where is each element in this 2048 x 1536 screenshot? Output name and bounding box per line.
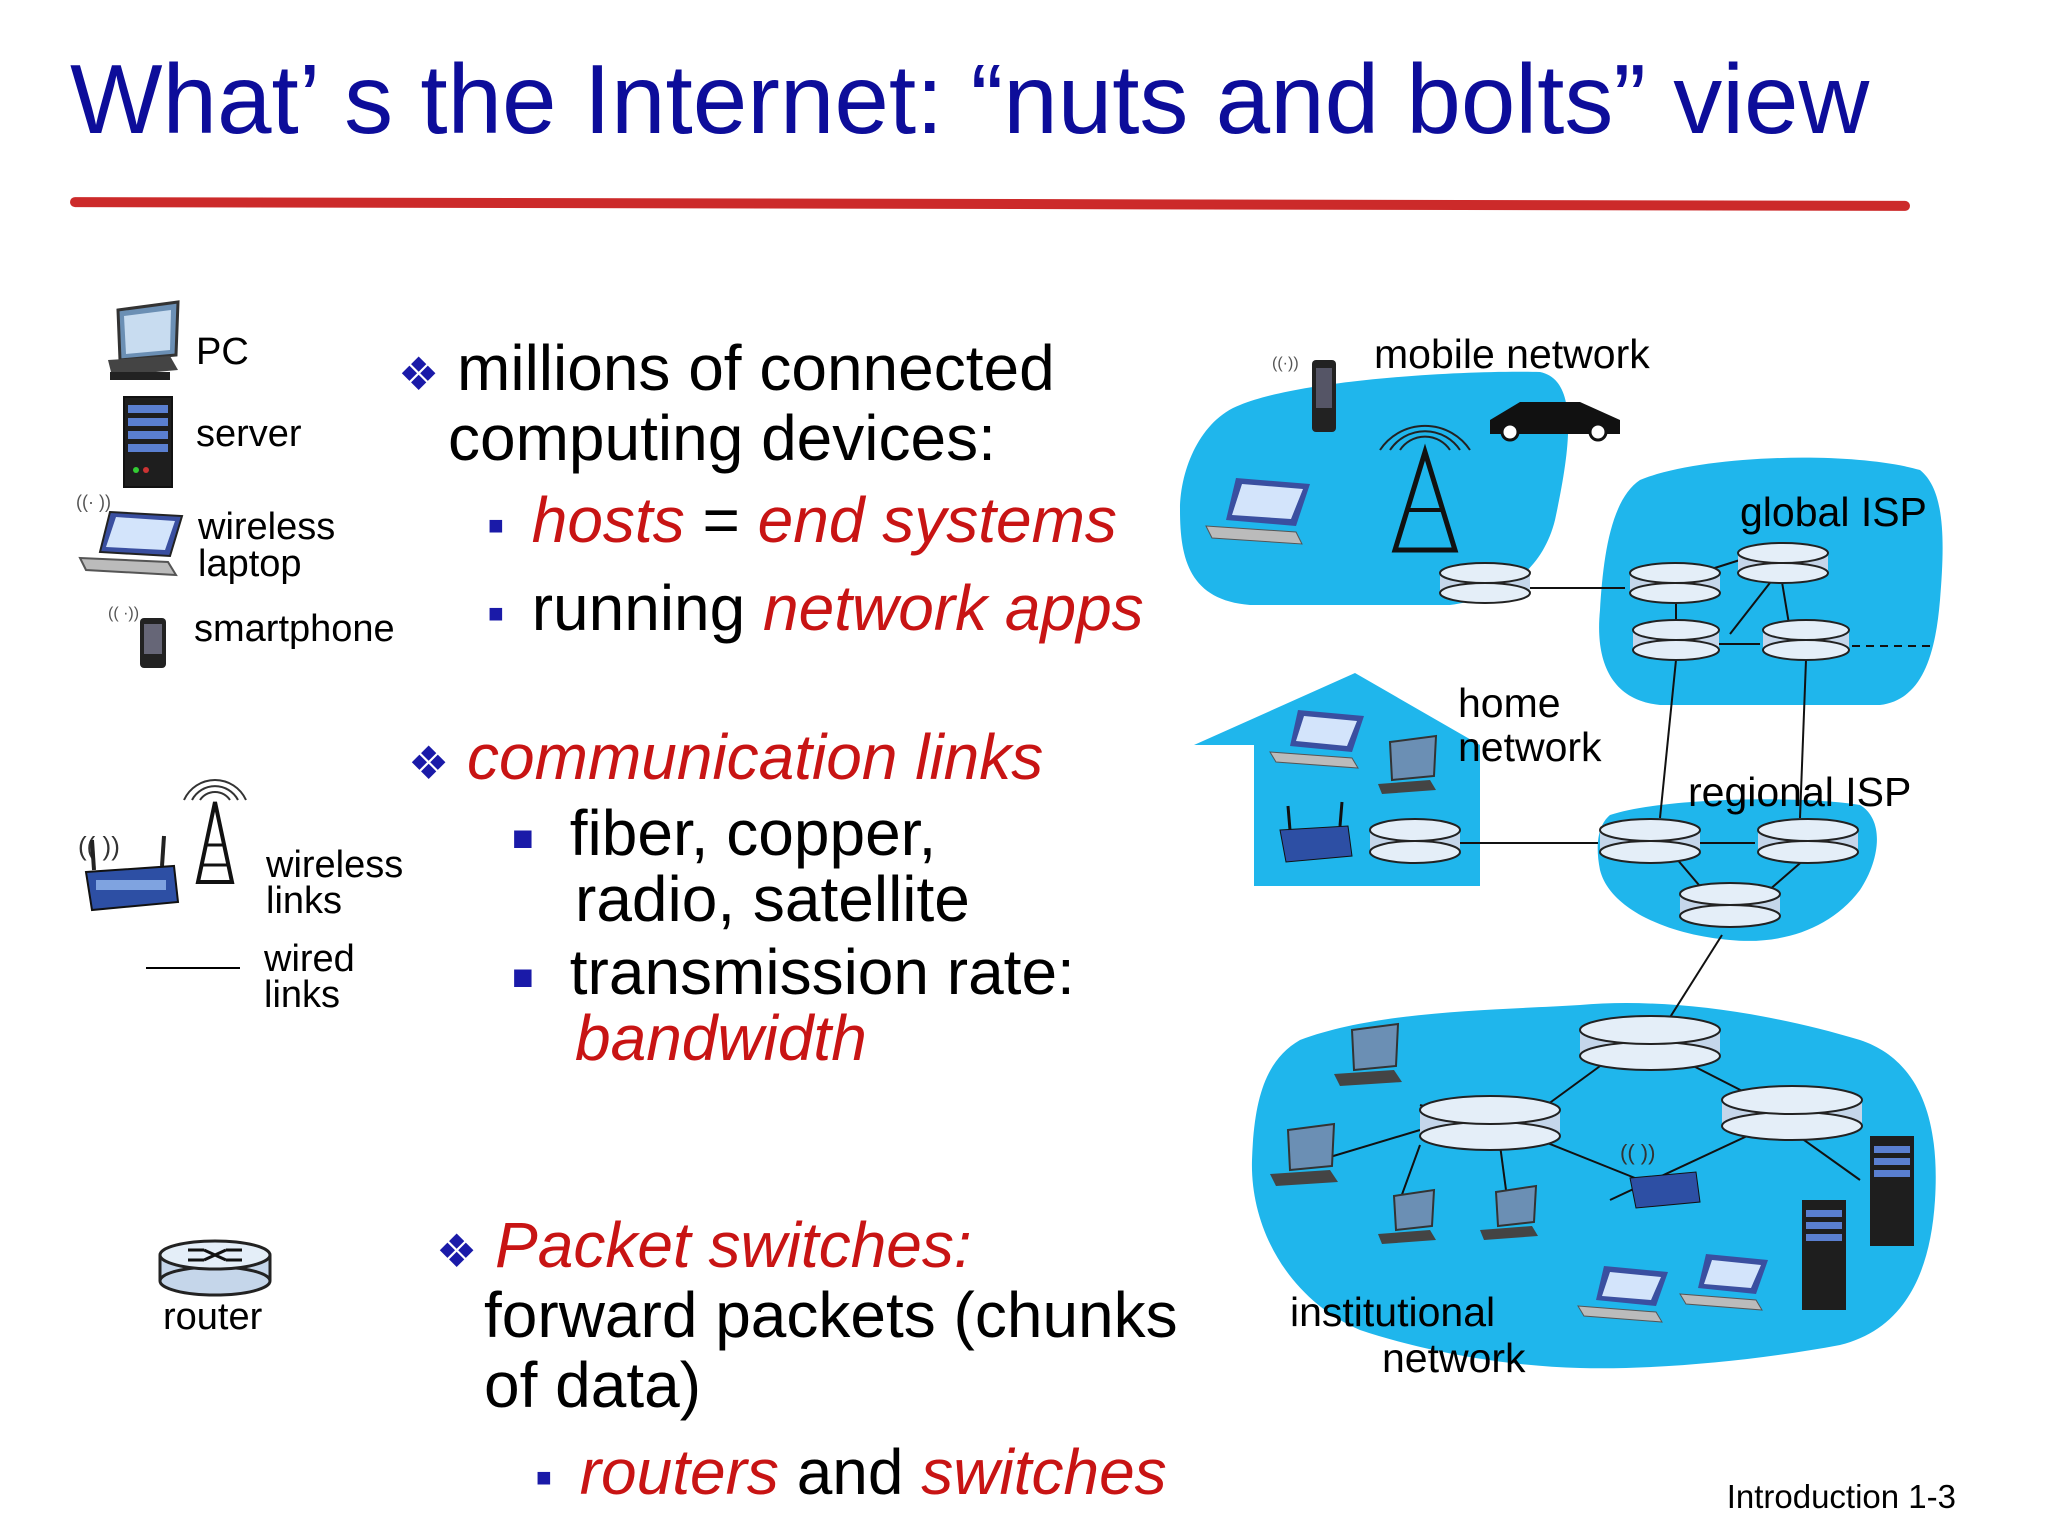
wireless-router-icon: (( )) — [1620, 1140, 1701, 1209]
legend-wireless-laptop-label-1: wireless — [198, 506, 336, 548]
legend-wired-links-label-1: wired — [264, 938, 355, 980]
phone-icon: ((·)) — [1272, 355, 1336, 432]
svg-text:(( )): (( )) — [78, 831, 120, 861]
server-icon — [1870, 1136, 1914, 1246]
subbullet-routers: ■routers and switches — [536, 1436, 1167, 1508]
diamond-bullet-icon: ❖ — [398, 348, 440, 400]
router-icon — [1599, 818, 1701, 864]
wireless-router-icon — [1279, 801, 1353, 863]
square-bullet-icon: ■ — [536, 1462, 552, 1493]
router-icon — [1369, 818, 1461, 864]
router-icon — [158, 1239, 272, 1297]
regional-isp-label: regional ISP — [1688, 769, 1912, 815]
slide-title: What’ s the Internet: “nuts and bolts” v… — [70, 44, 1870, 154]
svg-text:((·)): ((·)) — [1272, 355, 1299, 372]
svg-text:(( ·)): (( ·)) — [108, 605, 139, 622]
institutional-network-label-2: network — [1382, 1335, 1526, 1381]
router-icon — [1679, 882, 1781, 928]
subbullet-hosts: ■hosts = end systems — [488, 484, 1117, 556]
square-bullet-icon: ■ — [488, 510, 504, 541]
square-bullet-icon: ■ — [512, 956, 534, 998]
router-icon — [1439, 562, 1531, 604]
mobile-network-area — [1180, 371, 1569, 605]
legend-wireless-laptop-label-2: laptop — [198, 543, 302, 585]
square-bullet-icon: ■ — [488, 598, 504, 629]
router-icon — [1419, 1095, 1561, 1151]
legend-wired-links-label-2: links — [264, 974, 341, 1016]
subbullet-fiber: ■fiber, copper, — [512, 797, 937, 869]
legend-router-label: router — [163, 1296, 263, 1338]
router-icon — [1579, 1015, 1721, 1071]
legend-pc-label: PC — [196, 331, 249, 373]
diamond-bullet-icon: ❖ — [436, 1225, 478, 1277]
subbullet-running: ■running network apps — [488, 572, 1144, 644]
global-isp-label: global ISP — [1740, 489, 1927, 535]
pc-icon — [1334, 1022, 1402, 1086]
laptop-icon — [1269, 710, 1364, 769]
subbullet-rate: ■transmission rate: — [512, 936, 1075, 1008]
laptop-icon — [1205, 478, 1310, 545]
diagram-routers — [1369, 542, 1863, 1151]
bullet-devices-line2: computing devices: — [448, 402, 996, 474]
bullet-devices: ❖ millions of connected — [398, 332, 1055, 404]
svg-text:(( )): (( )) — [1620, 1140, 1655, 1165]
router-icon — [1629, 562, 1721, 604]
institutional-network-label-1: institutional — [1290, 1289, 1496, 1335]
cell-tower-icon — [1379, 424, 1471, 553]
bullet-forward-line2: of data) — [484, 1349, 702, 1421]
router-icon — [1632, 619, 1720, 661]
laptop-icon — [1577, 1266, 1668, 1323]
bullet-comm-links: ❖ communication links — [408, 721, 1044, 793]
subbullet-rate-line2: bandwidth — [575, 1002, 867, 1074]
home-network-label-1: home — [1458, 680, 1561, 726]
legend-wireless-links-label-2: links — [266, 880, 343, 922]
router-icon — [1762, 619, 1850, 661]
slide-footer: Introduction 1-3 — [1726, 1478, 1956, 1515]
wireless-laptop-icon: ((· )) — [76, 492, 184, 577]
pc-icon — [1378, 734, 1438, 794]
pc-icon — [1270, 1122, 1338, 1186]
laptop-icon — [1679, 1254, 1768, 1311]
bullet-packet-switches: ❖ Packet switches: — [436, 1209, 972, 1281]
mobile-network-label: mobile network — [1374, 331, 1650, 377]
router-icon — [1737, 542, 1829, 584]
home-network-label-2: network — [1458, 724, 1602, 770]
car-icon — [1490, 402, 1620, 442]
legend-smartphone-label: smartphone — [194, 608, 395, 650]
smartphone-icon: (( ·)) — [108, 605, 166, 668]
wireless-links-icon: (( )) — [78, 779, 247, 912]
router-icon — [1757, 818, 1859, 864]
router-icon — [1721, 1085, 1863, 1141]
legend-wireless-links-label-1: wireless — [266, 844, 404, 886]
svg-text:((· )): ((· )) — [76, 492, 111, 512]
bullet-forward-line1: forward packets (chunks — [484, 1279, 1178, 1351]
pc-icon — [1378, 1188, 1436, 1244]
server-icon — [1802, 1200, 1846, 1310]
pc-icon — [1480, 1184, 1538, 1240]
pc-icon — [108, 300, 180, 380]
diamond-bullet-icon: ❖ — [408, 737, 450, 789]
subbullet-fiber-line2: radio, satellite — [575, 863, 970, 935]
square-bullet-icon: ■ — [512, 817, 534, 859]
legend-server-label: server — [196, 413, 302, 455]
server-icon — [123, 396, 173, 488]
